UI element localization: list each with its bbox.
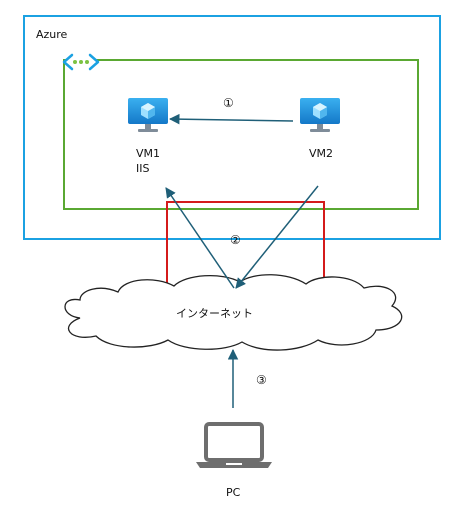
azure-boundary: [23, 15, 441, 240]
internet-label: インターネット: [176, 307, 253, 320]
vm2-label: VM2: [309, 147, 333, 160]
laptop-icon: [196, 422, 272, 468]
arrow-vm2-to-internet: [235, 185, 319, 289]
vm1-label: VM1: [136, 147, 160, 160]
vnet-boundary: [63, 59, 419, 210]
vm2-icon: [300, 98, 340, 132]
step3-label: ③: [256, 373, 267, 387]
azure-label: Azure: [36, 28, 68, 41]
vm1-sublabel: IIS: [136, 162, 149, 175]
step2-label: ②: [230, 233, 241, 247]
pc-label: PC: [226, 486, 241, 499]
arrow-internet-to-vm1: [165, 187, 235, 289]
step1-label: ①: [223, 96, 234, 110]
arrow-vm2-to-vm1: [168, 113, 294, 125]
cloud-icon: [64, 274, 403, 351]
vm1-icon: [128, 98, 168, 132]
vnet-icon: [62, 52, 100, 71]
